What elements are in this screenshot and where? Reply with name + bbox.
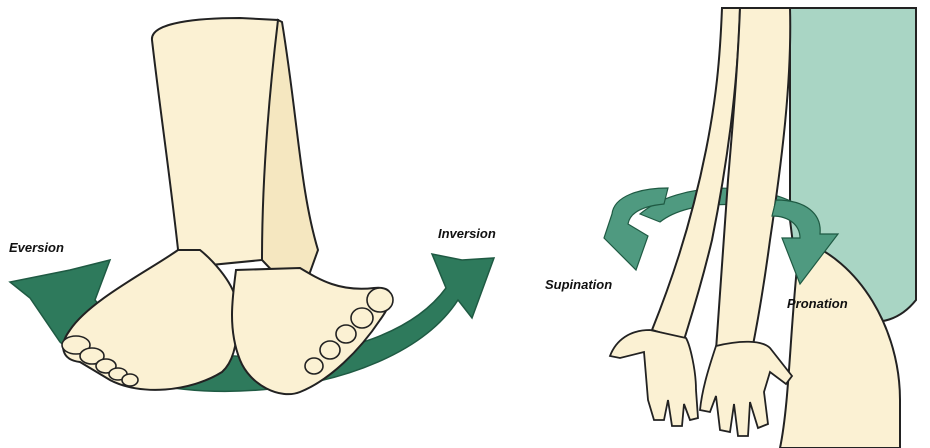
pronating-hand [700,342,792,436]
left-leg [152,18,278,268]
supination-arrow-front [604,188,668,270]
inversion-label: Inversion [438,226,496,241]
arms-panel [604,8,916,448]
supination-label: Supination [545,277,612,292]
pronation-label: Pronation [787,296,848,311]
eversion-label: Eversion [9,240,64,255]
supinating-hand [610,330,698,426]
right-foot [232,268,391,394]
feet-panel [10,18,494,394]
